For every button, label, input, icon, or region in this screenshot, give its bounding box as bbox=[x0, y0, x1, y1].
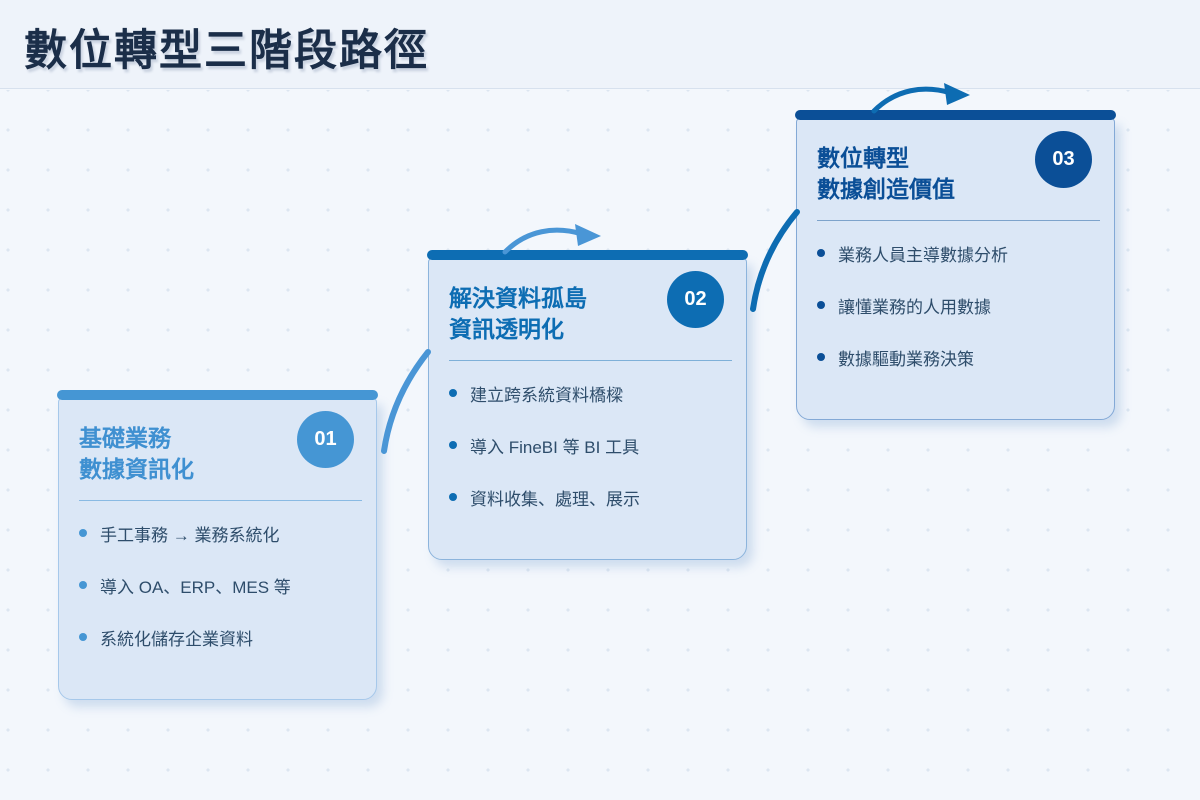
list-item: 系統化儲存企業資料 bbox=[79, 611, 358, 663]
bullet-icon bbox=[79, 581, 87, 589]
list-item: 導入 OA、ERP、MES 等 bbox=[79, 559, 358, 611]
stage-card-2: 02 解決資料孤島 資訊透明化 建立跨系統資料橋樑 導入 FineBI 等 BI… bbox=[427, 250, 748, 561]
stage-title: 數位轉型 數據創造價值 bbox=[817, 145, 955, 202]
bullet-icon bbox=[79, 529, 87, 537]
stage-number-badge: 02 bbox=[667, 271, 724, 328]
title-divider bbox=[817, 220, 1100, 221]
bullet-icon bbox=[449, 441, 457, 449]
stage-number-badge: 01 bbox=[297, 411, 354, 468]
bullet-icon bbox=[449, 389, 457, 397]
list-item: 業務人員主導數據分析 bbox=[817, 227, 1096, 279]
bullet-icon bbox=[449, 493, 457, 501]
stage-title: 基礎業務 數據資訊化 bbox=[79, 425, 194, 482]
stage-title: 解決資料孤島 資訊透明化 bbox=[449, 285, 587, 342]
list-item: 資料收集、處理、展示 bbox=[449, 471, 728, 523]
bullet-icon bbox=[79, 633, 87, 641]
list-item: 讓懂業務的人用數據 bbox=[817, 279, 1096, 331]
card-body: 03 數位轉型 數據創造價值 業務人員主導數據分析 讓懂業務的人用數據 數據驅動… bbox=[796, 118, 1115, 420]
bullet-icon bbox=[817, 301, 825, 309]
stage-number: 03 bbox=[1052, 148, 1075, 170]
stage-number: 01 bbox=[314, 428, 337, 450]
stage-item-list: 業務人員主導數據分析 讓懂業務的人用數據 數據驅動業務決策 bbox=[817, 227, 1096, 383]
card-body: 01 基礎業務 數據資訊化 手工事務 → 業務系統化 導入 OA、ERP、MES… bbox=[58, 398, 377, 700]
title-divider bbox=[449, 360, 732, 361]
stage-item-list: 建立跨系統資料橋樑 導入 FineBI 等 BI 工具 資料收集、處理、展示 bbox=[449, 367, 728, 523]
stage-number: 02 bbox=[684, 288, 707, 310]
stage-item-list: 手工事務 → 業務系統化 導入 OA、ERP、MES 等 系統化儲存企業資料 bbox=[79, 507, 358, 663]
card-body: 02 解決資料孤島 資訊透明化 建立跨系統資料橋樑 導入 FineBI 等 BI… bbox=[428, 258, 747, 560]
title-divider bbox=[79, 500, 362, 501]
stage-card-1: 01 基礎業務 數據資訊化 手工事務 → 業務系統化 導入 OA、ERP、MES… bbox=[57, 390, 378, 701]
stage-card-3: 03 數位轉型 數據創造價值 業務人員主導數據分析 讓懂業務的人用數據 數據驅動… bbox=[795, 110, 1116, 421]
bullet-icon bbox=[817, 249, 825, 257]
card-top-bar bbox=[57, 390, 378, 400]
bullet-icon bbox=[817, 353, 825, 361]
list-item: 手工事務 → 業務系統化 bbox=[79, 507, 358, 559]
card-top-bar bbox=[795, 110, 1116, 120]
page-title: 數位轉型三階段路徑 bbox=[24, 27, 429, 75]
list-item: 建立跨系統資料橋樑 bbox=[449, 367, 728, 419]
header: 數位轉型三階段路徑 bbox=[0, 0, 1200, 89]
list-item: 導入 FineBI 等 BI 工具 bbox=[449, 419, 728, 471]
list-item: 數據驅動業務決策 bbox=[817, 331, 1096, 383]
card-top-bar bbox=[427, 250, 748, 260]
stage-number-badge: 03 bbox=[1035, 131, 1092, 188]
